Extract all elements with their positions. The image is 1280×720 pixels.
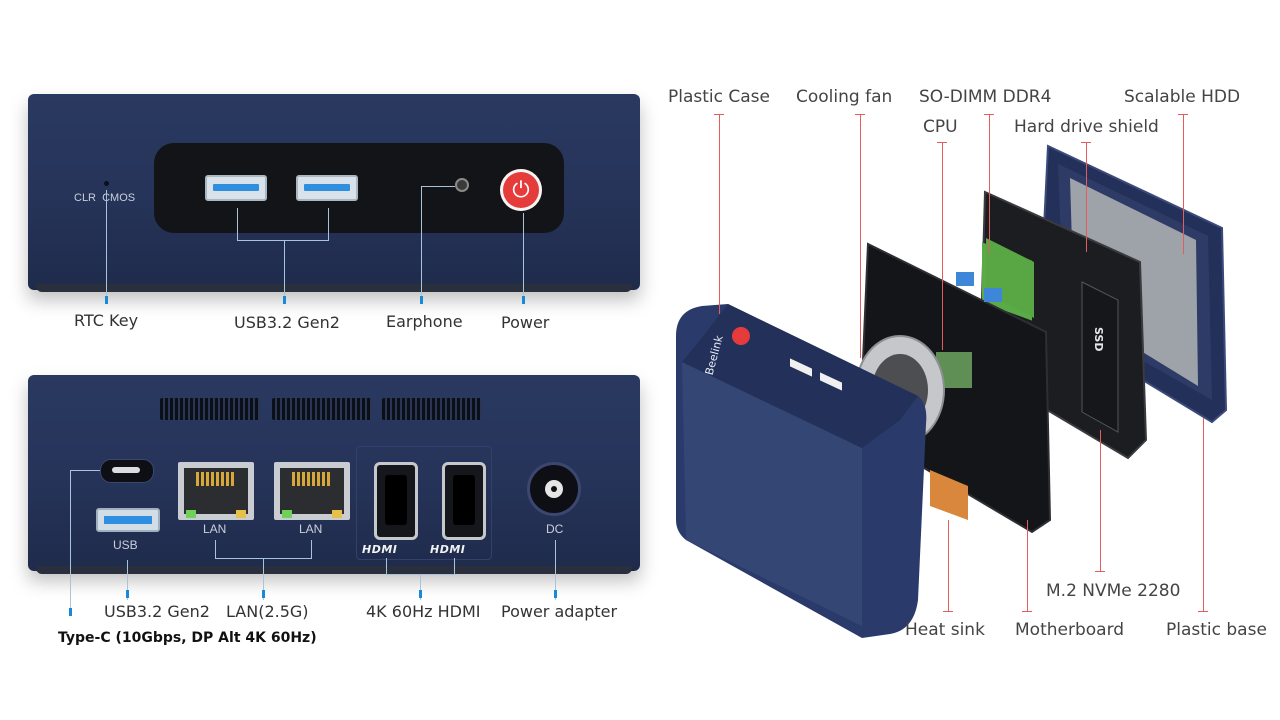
lan2-text: LAN xyxy=(299,522,323,536)
hdmi-label: 4K 60Hz HDMI xyxy=(366,602,481,621)
exploded-view-illustration: SSD Beelink xyxy=(676,144,1228,638)
plastic-base-label: Plastic base xyxy=(1166,620,1267,640)
motherboard-label: Motherboard xyxy=(1015,620,1125,640)
lan1-text: LAN xyxy=(203,522,227,536)
m2-nvme-label: M.2 NVMe 2280 xyxy=(1046,581,1181,601)
rtc-key-hole xyxy=(104,181,109,186)
rear-panel-foot xyxy=(36,566,632,574)
lan-port-2 xyxy=(274,462,350,520)
hdmi-group-frame xyxy=(356,446,492,560)
power-button: ⏻ xyxy=(500,169,542,211)
plastic-case-label: Plastic Case xyxy=(668,87,770,107)
m2-ssd-part: SSD xyxy=(1081,281,1119,433)
heat-sink-label: Heat sink xyxy=(905,620,985,640)
front-usb-label: USB3.2 Gen2 xyxy=(234,313,340,332)
rear-usb-text: USB xyxy=(113,538,138,552)
earphone-label: Earphone xyxy=(386,312,463,331)
lan-label: LAN(2.5G) xyxy=(226,602,309,621)
power-label: Power xyxy=(501,313,550,332)
scalable-hdd-label: Scalable HDD xyxy=(1124,87,1241,107)
front-usb-port-2 xyxy=(296,175,358,201)
earphone-jack xyxy=(455,178,469,192)
plastic-case-part: Beelink xyxy=(676,304,927,638)
type-c-port xyxy=(100,459,154,483)
power-adapter-label: Power adapter xyxy=(501,602,618,621)
hard-drive-shield-label: Hard drive shield xyxy=(1014,117,1159,137)
cooling-fan-label: Cooling fan xyxy=(796,87,893,107)
front-panel-foot xyxy=(36,284,632,292)
vent-3 xyxy=(382,398,482,420)
vent-2 xyxy=(272,398,372,420)
lan-port-1 xyxy=(178,462,254,520)
rtc-key-label: RTC Key xyxy=(74,311,139,330)
type-c-label: Type-C (10Gbps, DP Alt 4K 60Hz) xyxy=(58,630,317,646)
front-usb-port-1 xyxy=(205,175,267,201)
hdmi2-logo: HDMI xyxy=(430,543,466,556)
power-icon: ⏻ xyxy=(512,177,530,202)
hdmi1-logo: HDMI xyxy=(362,543,398,556)
vent-1 xyxy=(160,398,260,420)
dc-text: DC xyxy=(546,522,564,536)
rear-usb-label: USB3.2 Gen2 xyxy=(104,602,210,621)
clr-cmos-text: CLR CMOS xyxy=(74,192,136,204)
cpu-label: CPU xyxy=(923,117,958,137)
hdmi-port-1 xyxy=(374,462,418,540)
ssd-text: SSD xyxy=(1092,327,1105,351)
hdmi-port-2 xyxy=(442,462,486,540)
so-dimm-label: SO-DIMM DDR4 xyxy=(919,87,1052,107)
rear-usb-port xyxy=(96,508,160,532)
